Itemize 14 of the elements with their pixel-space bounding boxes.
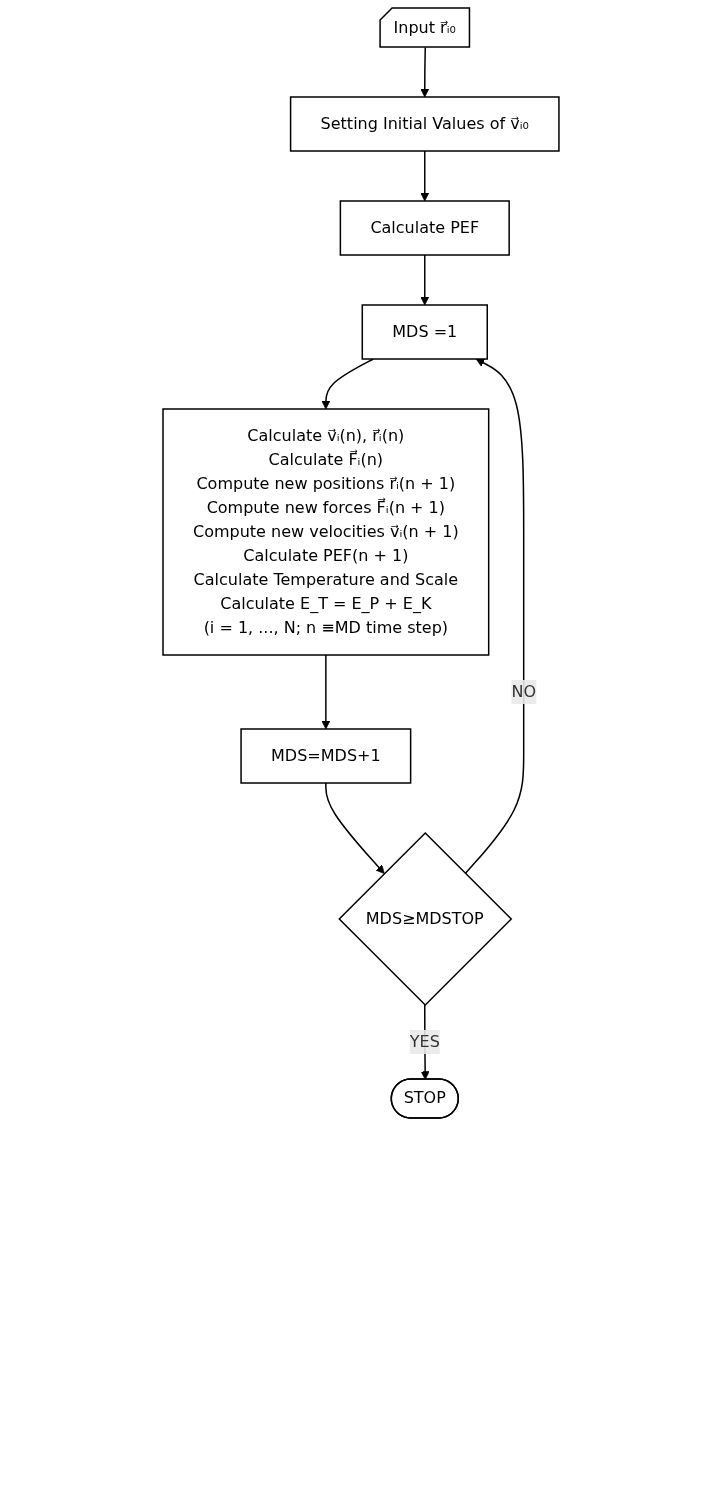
node-diamond: MDS≥MDSTOP [338,831,513,1007]
arrow [464,358,525,875]
arrow [420,150,430,202]
node-box: MDS=MDS+1 [240,728,412,784]
arrow [420,254,430,306]
node-box: Calculate v⃗ᵢ(n), r⃗ᵢ(n) Calculate F⃗ᵢ(n) Compute new positions r⃗ᵢ(n + 1) Compute new forces F⃗ᵢ(n + 1) Compute new velocities v⃗ᵢ(n + 1) Calculate PEF(n + 1) Calculate Temperature and Scale Calculate E_T = E_P + E_K (i = 1, ..., N; n ≡MD time step) [162,408,490,656]
arrow [420,46,430,98]
edge-label: NO [511,682,536,701]
arrow [321,654,331,730]
arrow [325,782,385,874]
edge-label: YES [409,1031,440,1051]
node-box: MDS =1 [361,304,488,360]
node-box: Setting Initial Values of v⃗ᵢ₀ [289,96,560,152]
node-box: Calculate PEF [339,200,510,256]
